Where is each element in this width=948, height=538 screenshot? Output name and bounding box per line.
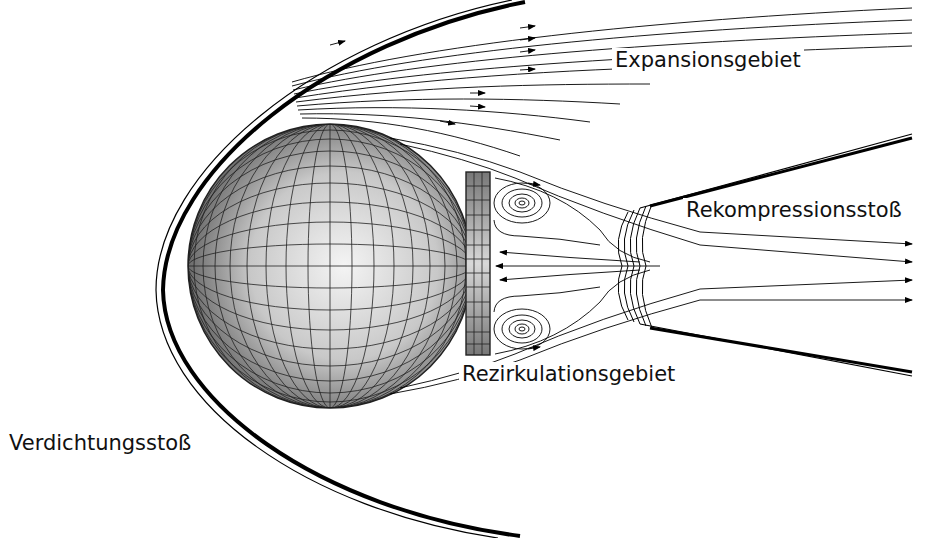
sting-support (466, 172, 490, 355)
sphere-model (185, 120, 475, 410)
region-label: Expansionsgebiet (612, 48, 804, 73)
shock-label: Verdichtungsstoß (6, 431, 194, 456)
recompression-shock (618, 134, 912, 376)
wake-streamlines (390, 138, 912, 394)
recirculation-vortices (494, 183, 550, 349)
bow-shock (156, 0, 525, 538)
expansion-streamlines (292, 8, 912, 156)
region-label: Rezirkulationsgebiet (459, 362, 678, 387)
shock-label: Rekompressionsstoß (683, 198, 905, 223)
